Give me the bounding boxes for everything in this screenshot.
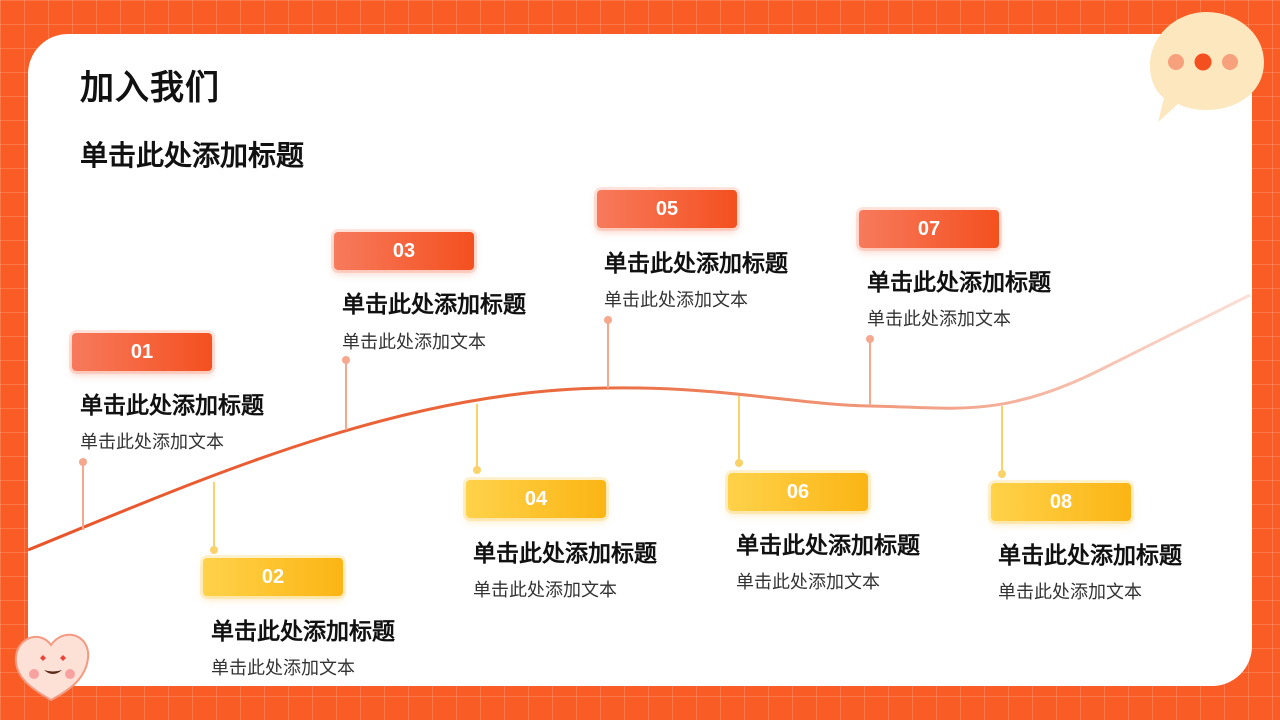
step-text-06: 单击此处添加文本: [736, 572, 880, 593]
page-title: 加入我们: [80, 68, 220, 108]
page-subtitle: 单击此处添加标题: [80, 139, 305, 172]
step-text-08: 单击此处添加文本: [998, 582, 1142, 603]
step-heading-03: 单击此处添加标题: [342, 292, 526, 318]
step-text-07: 单击此处添加文本: [867, 309, 1011, 330]
step-badge-07: 07: [859, 210, 999, 248]
step-badge-02: 02: [203, 558, 343, 596]
step-heading-02: 单击此处添加标题: [211, 619, 395, 645]
step-text-04: 单击此处添加文本: [473, 580, 617, 601]
speech-bubble-icon: [1150, 12, 1264, 122]
step-heading-05: 单击此处添加标题: [604, 251, 788, 277]
step-badge-03: 03: [334, 232, 474, 270]
step-text-03: 单击此处添加文本: [342, 332, 486, 353]
heart-mascot-icon: [14, 633, 90, 702]
step-badge-06: 06: [728, 473, 868, 511]
step-badge-01: 01: [72, 333, 212, 371]
step-heading-04: 单击此处添加标题: [473, 541, 657, 567]
step-text-01: 单击此处添加文本: [80, 432, 224, 453]
step-text-05: 单击此处添加文本: [604, 290, 748, 311]
step-heading-07: 单击此处添加标题: [867, 270, 1051, 296]
step-badge-05: 05: [597, 190, 737, 228]
step-heading-08: 单击此处添加标题: [998, 543, 1182, 569]
step-heading-06: 单击此处添加标题: [736, 533, 920, 559]
step-text-02: 单击此处添加文本: [211, 658, 355, 679]
step-heading-01: 单击此处添加标题: [80, 393, 264, 419]
step-badge-08: 08: [991, 483, 1131, 521]
step-badge-04: 04: [466, 480, 606, 518]
